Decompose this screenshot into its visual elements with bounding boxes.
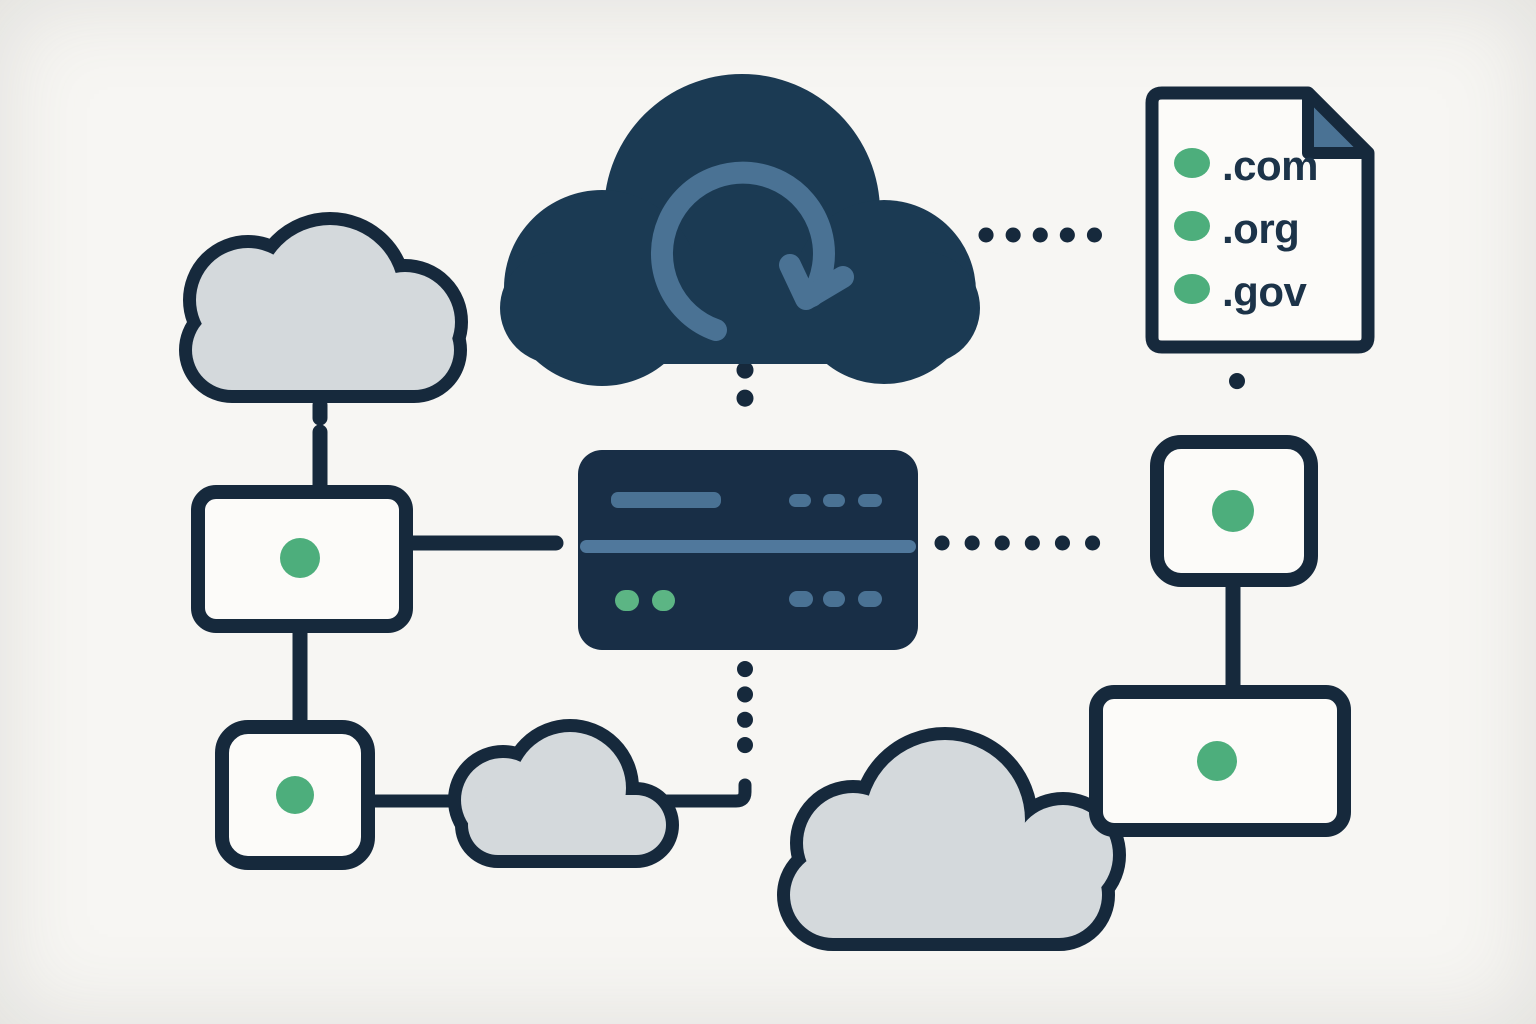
connector-box-to-server-drop bbox=[365, 778, 752, 808]
node-box-right-rect bbox=[1089, 685, 1351, 837]
node-marker-icon bbox=[280, 538, 320, 578]
tld-list: .com .org .gov bbox=[1174, 142, 1319, 315]
network-cloud-large bbox=[777, 727, 1126, 951]
bullet-dot-icon bbox=[1174, 148, 1210, 178]
server-port bbox=[823, 591, 845, 607]
node-marker-icon bbox=[1197, 741, 1237, 781]
list-item: .gov bbox=[1174, 268, 1308, 315]
document-fold-icon bbox=[1302, 87, 1374, 159]
node-box-left bbox=[191, 485, 413, 633]
server-status-led bbox=[615, 590, 639, 611]
sync-icon bbox=[651, 161, 854, 341]
server-divider bbox=[580, 540, 916, 553]
cloud-icon bbox=[500, 74, 980, 386]
tld-label: .org bbox=[1222, 205, 1299, 252]
node-box-bottom-left bbox=[215, 720, 375, 870]
server-status-led bbox=[652, 590, 675, 611]
node-marker-icon bbox=[276, 776, 314, 814]
list-item: .com bbox=[1174, 142, 1319, 189]
server-port bbox=[789, 494, 811, 507]
server-port bbox=[789, 591, 813, 607]
server-port bbox=[858, 591, 882, 607]
server bbox=[578, 450, 918, 650]
node-marker-icon bbox=[1212, 490, 1254, 532]
node-box-right-square bbox=[1150, 435, 1318, 587]
sync-cloud bbox=[500, 74, 980, 386]
bullet-dot-icon bbox=[1174, 211, 1210, 241]
server-drive-slot bbox=[611, 492, 721, 508]
network-cloud-small bbox=[448, 719, 679, 868]
bullet-dot-icon bbox=[1174, 274, 1210, 304]
dns-document-card: .com .org .gov bbox=[1145, 86, 1375, 354]
connector-lines bbox=[292, 397, 1241, 808]
tld-label: .com bbox=[1222, 142, 1318, 189]
server-port bbox=[823, 494, 845, 507]
dotted-connectors bbox=[736, 227, 1245, 778]
tld-label: .gov bbox=[1222, 268, 1307, 315]
server-port bbox=[858, 494, 882, 507]
network-cloud-left bbox=[179, 212, 468, 403]
list-item: .org bbox=[1174, 205, 1300, 252]
